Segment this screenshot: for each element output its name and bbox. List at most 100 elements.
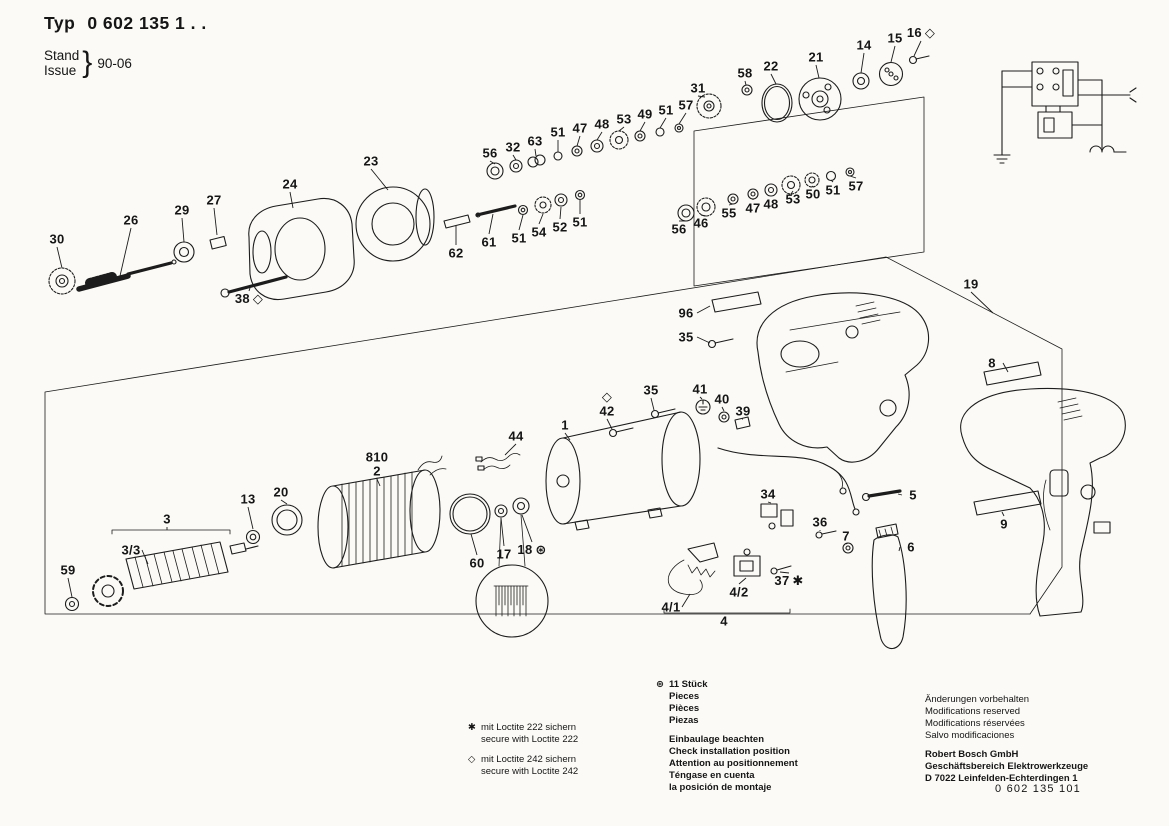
leader-line-52: [559, 206, 562, 220]
part-callout-8: 8: [988, 355, 996, 371]
part-callout-55: 55: [721, 205, 737, 221]
part-callout-48: 48: [594, 116, 610, 132]
leader-line-58: [744, 80, 747, 86]
part-callout-52: 52: [552, 219, 568, 235]
part-callout-27: 27: [206, 192, 222, 208]
wiring-diagram-inset: [993, 61, 1137, 164]
switch-assembly-4-1: [667, 542, 719, 595]
spacer-part-27: [209, 235, 227, 250]
part-callout-20: 20: [273, 484, 289, 500]
part-callout-57: 57: [848, 178, 864, 194]
nameplate-part-8: [983, 361, 1042, 386]
part-callout-9: 9: [1000, 516, 1008, 532]
leader-line-50: [811, 185, 814, 188]
part-callout-3: 3: [163, 511, 171, 527]
leader-line-42: [606, 418, 613, 430]
part-callout-35: 35: [678, 329, 694, 345]
modifications-fr: Modifications réservées: [925, 718, 1025, 729]
leader-line-51: [830, 179, 834, 183]
leader-line-18: [521, 514, 533, 543]
part-58: [741, 84, 753, 96]
leader-line-24: [289, 191, 294, 209]
spec-plate-part-96: [711, 291, 762, 313]
leader-line-1: [564, 432, 571, 441]
leader-line-5: [897, 493, 903, 496]
part-callout-37: 37 ✱: [774, 573, 804, 588]
part-callout-53: 53: [616, 111, 632, 127]
part-callout-49: 49: [637, 106, 653, 122]
part-callout-4-2: 4/2: [729, 584, 749, 600]
shaft-part-61: [475, 204, 517, 218]
leader-line-51: [518, 214, 524, 231]
leader-line-55: [728, 203, 734, 206]
company-address: D 7022 Leinfelden-Echterdingen 1: [925, 773, 1078, 784]
leader-line-2: [376, 478, 381, 487]
part-callout-56: 56: [482, 145, 498, 161]
leader-line-4-1: [681, 593, 691, 608]
nameplate-part-9: [973, 490, 1042, 516]
part-callout-47: 47: [745, 200, 761, 216]
issue-block: Stand Issue } 90-06: [44, 46, 132, 80]
ground-terminal-part-41: [695, 399, 711, 415]
switch-parts-34: [760, 503, 794, 530]
part-callout-51: 51: [572, 214, 588, 230]
loctite242-line-de: mit Loctite 242 sichern: [481, 754, 577, 765]
switch-assembly-4-2: [733, 548, 761, 577]
leader-line-13: [247, 506, 254, 530]
part-callout-29: 29: [174, 202, 190, 218]
part-callout-38: 38 ◇: [234, 291, 264, 306]
leader-line-96: [696, 305, 711, 314]
loctite-notes: ✱ mit Loctite 222 sichern secure with Lo…: [468, 722, 578, 778]
loctite242-line-en: secure with Loctite 242: [481, 766, 579, 777]
leader-line-3-3: [141, 549, 149, 565]
screw-part-36: [815, 530, 837, 539]
part-callout-51: 51: [511, 230, 527, 246]
part-callout-15: 15: [887, 30, 903, 46]
plate-part-15: [878, 61, 904, 87]
part-callout-7: 7: [842, 528, 850, 544]
leader-line-14: [860, 52, 865, 74]
washer-part-40: [718, 411, 730, 423]
washer-part-17: [494, 504, 508, 518]
issue-value: 90-06: [97, 55, 132, 71]
leader-line-27: [213, 207, 218, 236]
leader-line-59: [67, 577, 73, 598]
leader-line-34: [767, 501, 772, 504]
install-line-de: Einbaulage beachten: [669, 734, 765, 745]
leader-line-16: [913, 40, 922, 57]
o-ring-part-60: [449, 493, 491, 535]
part-callout-16: 16 ◇: [906, 25, 936, 40]
leader-line-61: [488, 213, 494, 235]
part-callout-39: 39: [735, 403, 751, 419]
spindle-shaft-part-26: [76, 259, 177, 292]
install-line-es1: Téngase en cuenta: [669, 770, 755, 781]
part-callout-36: 36: [812, 514, 828, 530]
pieces-line-de: 11 Stück: [669, 679, 708, 690]
install-line-en: Check installation position: [669, 746, 790, 757]
brace-glyph: }: [82, 46, 93, 79]
clamp-part-39: [734, 416, 751, 430]
leader-line-29: [181, 217, 185, 243]
leader-line-15: [890, 45, 896, 63]
part-callout-18: 18 ⊛: [517, 542, 547, 557]
part-callout-34: 34: [760, 486, 776, 502]
leader-line-47: [576, 135, 581, 147]
part-callout-46: 46: [693, 215, 709, 231]
part-callout-57: 57: [678, 97, 694, 113]
screw-part-38: [220, 275, 288, 298]
leader-line-31: [697, 95, 706, 98]
leader-line-35: [650, 397, 655, 411]
leader-line-20: [280, 499, 288, 505]
part-callout-21: 21: [808, 49, 824, 65]
pieces-line-fr: Pièces: [669, 703, 700, 714]
part-callout-58: 58: [737, 65, 753, 81]
leader-line-38: [248, 287, 251, 292]
part-callout-40: 40: [714, 391, 730, 407]
leader-line-6: [898, 546, 901, 552]
leader-line-19: [970, 291, 994, 314]
part-callout-51: 51: [658, 102, 674, 118]
screw-part-37: [770, 565, 792, 575]
part-callout-42: 42: [599, 403, 615, 419]
leader-line-57: [849, 175, 857, 179]
